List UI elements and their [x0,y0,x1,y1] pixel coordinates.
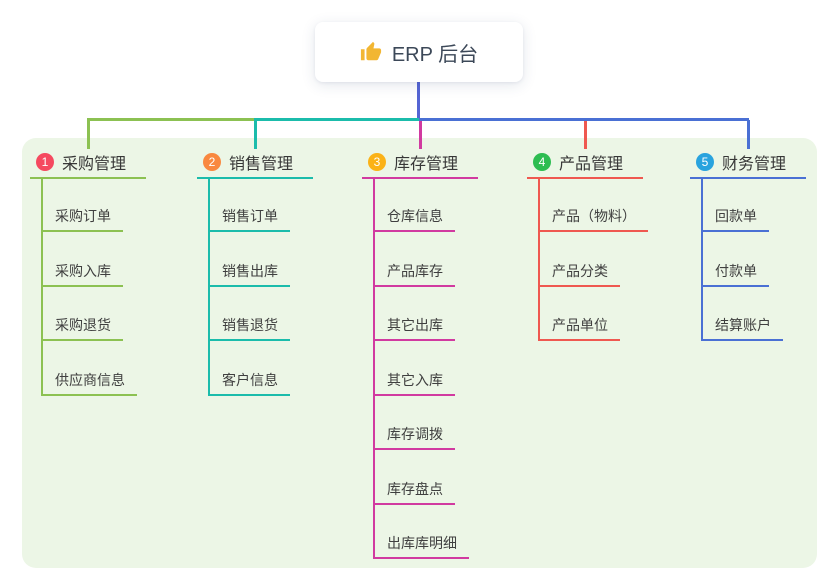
child-underline [208,285,290,287]
branch-title-label: 财务管理 [722,156,787,173]
branch-title-underline [527,177,643,179]
branch-title-underline [197,177,313,179]
child-underline [208,230,290,232]
branch-title-4[interactable]: 4 产品管理 [527,148,643,176]
child-underline [373,230,455,232]
child-node[interactable]: 产品库存 [387,263,443,279]
child-node[interactable]: 仓库信息 [387,208,443,224]
branches-panel [22,138,817,568]
branch-number-badge: 2 [203,153,221,171]
branch-title-label: 销售管理 [229,156,294,173]
child-underline [41,339,123,341]
branch-drop-line [584,120,587,149]
child-node[interactable]: 销售订单 [222,208,278,224]
branch-drop-line [254,120,257,149]
bus-segment [87,118,256,121]
branch-title-label: 采购管理 [62,156,127,173]
branch-title-underline [690,177,806,179]
child-underline [373,339,455,341]
branch-title-underline [30,177,146,179]
branch-drop-line [87,120,90,149]
branch-drop-line [419,120,422,149]
child-underline [701,285,769,287]
branch-number-badge: 5 [696,153,714,171]
child-node[interactable]: 产品单位 [552,317,608,333]
child-node[interactable]: 库存调拨 [387,426,443,442]
branch-title-5[interactable]: 5 财务管理 [690,148,806,176]
thumbs-up-icon [360,41,382,63]
child-underline [41,230,123,232]
bus-segment [254,118,421,121]
child-node[interactable]: 产品（物料） [552,208,636,224]
bus-segment [419,118,749,121]
child-node[interactable]: 其它入库 [387,372,443,388]
branch-number-badge: 3 [368,153,386,171]
child-underline [373,285,455,287]
child-node[interactable]: 销售出库 [222,263,278,279]
root-connector-line [417,82,420,120]
child-node[interactable]: 付款单 [715,263,757,279]
root-node[interactable]: ERP 后台 [315,22,523,82]
child-underline [208,339,290,341]
root-label: ERP 后台 [391,43,479,66]
branch-trunk-line [41,179,43,396]
branch-number-badge: 1 [36,153,54,171]
child-underline [373,394,455,396]
child-underline [538,339,620,341]
child-node[interactable]: 回款单 [715,208,757,224]
child-underline [208,394,290,396]
child-node[interactable]: 产品分类 [552,263,608,279]
child-node[interactable]: 其它出库 [387,317,443,333]
branch-title-1[interactable]: 1 采购管理 [30,148,146,176]
child-node[interactable]: 出库库明细 [387,535,457,551]
child-node[interactable]: 采购退货 [55,317,111,333]
child-node[interactable]: 结算账户 [715,317,771,333]
child-underline [538,285,620,287]
child-underline [701,230,769,232]
branch-trunk-line [701,179,703,341]
branch-title-label: 产品管理 [559,156,624,173]
child-node[interactable]: 供应商信息 [55,372,125,388]
branch-title-underline [362,177,478,179]
branch-title-2[interactable]: 2 销售管理 [197,148,313,176]
child-underline [538,230,648,232]
branch-drop-line [747,120,750,149]
branch-title-label: 库存管理 [394,156,459,173]
branch-number-badge: 4 [533,153,551,171]
branch-trunk-line [538,179,540,341]
branch-trunk-line [373,179,375,559]
child-node[interactable]: 销售退货 [222,317,278,333]
child-underline [701,339,783,341]
child-underline [373,557,469,559]
branch-title-3[interactable]: 3 库存管理 [362,148,478,176]
child-node[interactable]: 客户信息 [222,372,278,388]
child-node[interactable]: 采购入库 [55,263,111,279]
child-node[interactable]: 库存盘点 [387,481,443,497]
child-underline [41,285,123,287]
child-underline [41,394,137,396]
child-underline [373,448,455,450]
child-node[interactable]: 采购订单 [55,208,111,224]
branch-trunk-line [208,179,210,396]
child-underline [373,503,455,505]
